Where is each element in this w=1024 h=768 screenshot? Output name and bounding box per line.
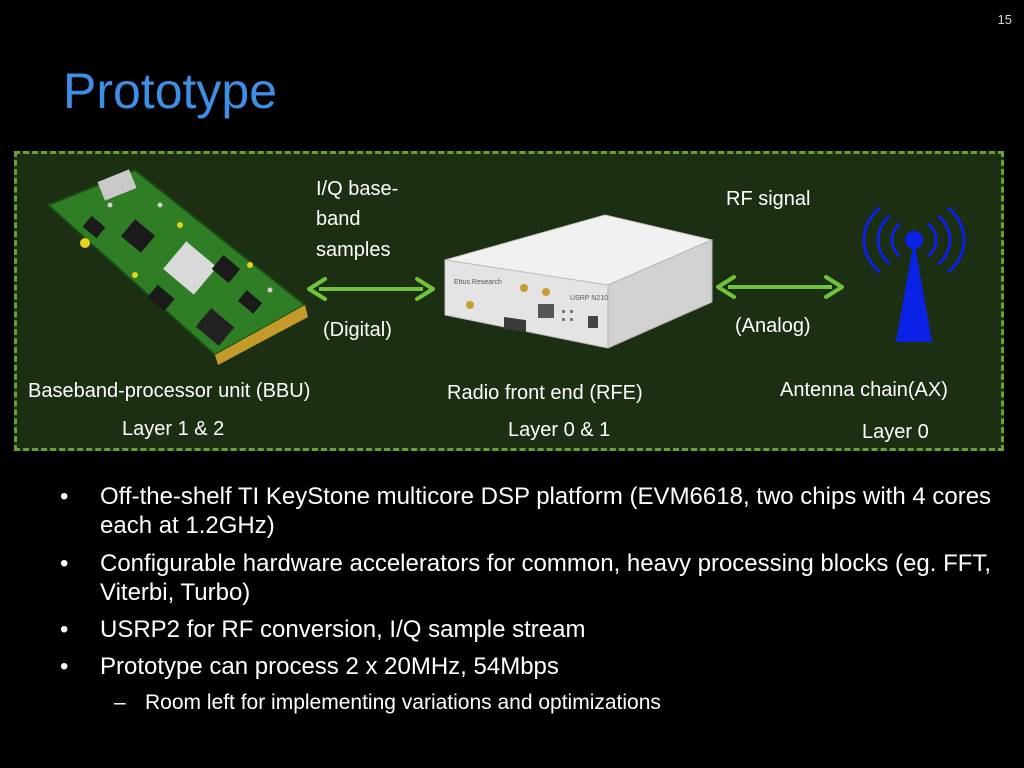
rf-signal-label: RF signal <box>726 188 811 210</box>
slide-title: Prototype <box>63 63 278 119</box>
bullet-item: Off-the-shelf TI KeyStone multicore DSP … <box>60 482 1000 541</box>
rfe-layer-label: Layer 0 & 1 <box>508 419 611 441</box>
bullet-item: Configurable hardware accelerators for c… <box>60 549 1000 608</box>
iq-samples-label: I/Q base-band samples <box>316 178 399 261</box>
rfe-name-label: Radio front end (RFE) <box>447 382 643 404</box>
bbu-board-image <box>46 168 308 365</box>
analog-label: (Analog) <box>735 315 811 337</box>
rfe-device-image: Ettus Research USRP N210 <box>444 214 714 349</box>
rf-double-arrow <box>716 275 844 299</box>
antenna-icon <box>862 206 966 342</box>
bullet-list: Off-the-shelf TI KeyStone multicore DSP … <box>60 482 1000 723</box>
bbu-layer-label: Layer 1 & 2 <box>122 418 225 440</box>
rfe-brand-label: Ettus Research <box>454 279 502 286</box>
bbu-name-label: Baseband-processor unit (BBU) <box>28 380 311 402</box>
sub-bullet-item: Room left for implementing variations an… <box>60 690 1000 716</box>
iq-double-arrow <box>307 277 435 301</box>
rfe-model-label: USRP N210 <box>570 295 608 302</box>
digital-label: (Digital) <box>323 319 392 341</box>
ax-name-label: Antenna chain(AX) <box>780 379 948 401</box>
ax-layer-label: Layer 0 <box>862 421 929 443</box>
slide-number: 15 <box>997 12 1012 27</box>
bullet-item: USRP2 for RF conversion, I/Q sample stre… <box>60 615 1000 645</box>
bullet-item: Prototype can process 2 x 20MHz, 54Mbps <box>60 652 1000 682</box>
